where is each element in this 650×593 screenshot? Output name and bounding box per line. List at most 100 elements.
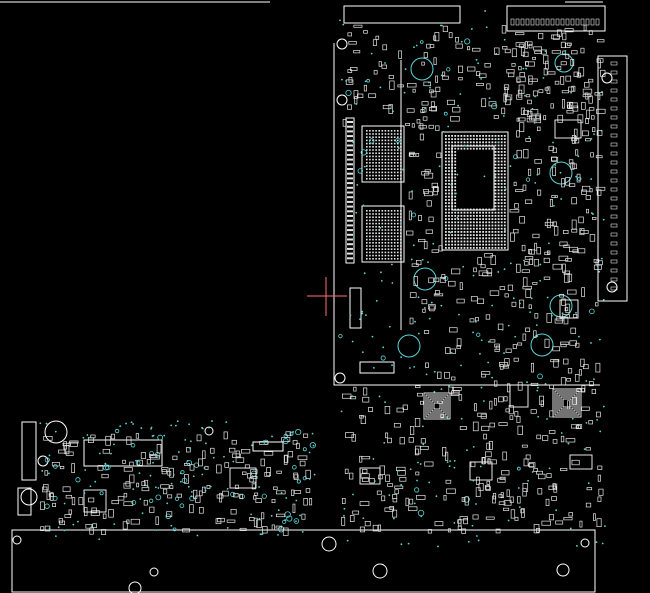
via xyxy=(362,204,365,207)
memory-chip-lower[interactable] xyxy=(361,205,405,263)
ball xyxy=(375,245,377,247)
pad xyxy=(44,457,50,463)
smd-part xyxy=(239,493,243,499)
smd-part xyxy=(498,494,503,498)
via xyxy=(585,421,588,424)
smd-part xyxy=(231,439,237,445)
via xyxy=(372,458,375,460)
smd-part xyxy=(405,497,409,507)
smd-part xyxy=(533,467,538,472)
ball xyxy=(378,139,380,142)
ball xyxy=(393,152,396,154)
ball xyxy=(369,178,371,180)
ball xyxy=(397,213,399,215)
ball xyxy=(494,202,497,204)
via xyxy=(600,257,603,260)
smd-part xyxy=(549,410,554,418)
via xyxy=(262,440,265,443)
smd-part xyxy=(475,476,480,485)
ball xyxy=(500,221,503,224)
smd-part xyxy=(596,39,605,43)
smd-part xyxy=(228,447,236,453)
smd-part xyxy=(524,256,534,260)
right-edge-connector[interactable] xyxy=(597,55,628,302)
ball xyxy=(384,254,387,257)
bga-package-right[interactable] xyxy=(552,388,582,418)
ball xyxy=(372,168,374,170)
smd-part xyxy=(545,498,550,506)
ball xyxy=(500,144,503,147)
via xyxy=(355,211,358,214)
bga-package-left[interactable] xyxy=(423,392,451,420)
ball xyxy=(381,178,384,180)
smd-part xyxy=(202,486,206,493)
ball xyxy=(393,155,396,158)
ball xyxy=(387,133,390,135)
via xyxy=(421,258,424,261)
smd-part xyxy=(210,447,215,454)
connector-pin xyxy=(610,277,618,282)
memory-chip-upper[interactable] xyxy=(361,125,405,183)
smd-part xyxy=(287,451,294,458)
ball xyxy=(457,237,460,240)
smd-part xyxy=(560,468,568,471)
ball xyxy=(393,235,396,238)
pad xyxy=(589,308,595,315)
ball xyxy=(375,149,377,151)
via xyxy=(351,340,354,343)
ball xyxy=(463,224,466,227)
smd-part xyxy=(470,296,478,302)
ball xyxy=(381,146,384,148)
smd-part xyxy=(501,470,510,476)
smd-part xyxy=(59,465,65,470)
smd-part xyxy=(525,61,529,66)
connector-pin xyxy=(525,18,530,26)
smd-part xyxy=(469,318,475,323)
ball xyxy=(445,183,447,185)
smd-part xyxy=(492,495,496,504)
smd-part xyxy=(499,364,504,370)
via xyxy=(495,52,498,55)
smd-part xyxy=(122,521,128,530)
lower-left-connector[interactable] xyxy=(21,421,37,481)
via xyxy=(177,451,180,453)
ball xyxy=(381,152,384,154)
ball xyxy=(397,210,399,212)
smd-part xyxy=(373,70,378,75)
top-connector-left[interactable] xyxy=(343,5,461,24)
ball xyxy=(390,245,393,247)
ball xyxy=(503,157,506,160)
top-connector-right[interactable] xyxy=(506,5,606,32)
ball xyxy=(500,147,503,150)
smd-part xyxy=(499,476,506,480)
ic-package xyxy=(569,454,593,470)
ball xyxy=(366,155,368,158)
horizontal-part-middle[interactable] xyxy=(359,361,395,374)
crosshair-cursor[interactable] xyxy=(307,277,347,316)
lower-left-tab[interactable] xyxy=(17,487,32,516)
smd-part xyxy=(517,117,526,122)
smd-part xyxy=(263,451,274,456)
smd-part xyxy=(524,261,529,266)
vertical-part-middle[interactable] xyxy=(349,287,362,329)
via xyxy=(550,314,553,317)
ball xyxy=(445,154,447,156)
smd-part xyxy=(271,524,275,531)
smd-part xyxy=(593,264,602,270)
via xyxy=(487,340,490,343)
via xyxy=(212,456,215,459)
ball xyxy=(445,176,447,179)
via xyxy=(554,164,557,166)
soc-outline[interactable] xyxy=(441,131,509,251)
module-chip-lower-left[interactable] xyxy=(83,439,163,467)
ball xyxy=(397,171,399,174)
smd-part xyxy=(525,454,531,460)
ball xyxy=(372,258,374,260)
smd-part xyxy=(552,166,556,177)
smd-part xyxy=(440,414,444,419)
smd-part xyxy=(458,394,463,401)
ball xyxy=(387,226,390,228)
smd-part xyxy=(193,489,198,499)
